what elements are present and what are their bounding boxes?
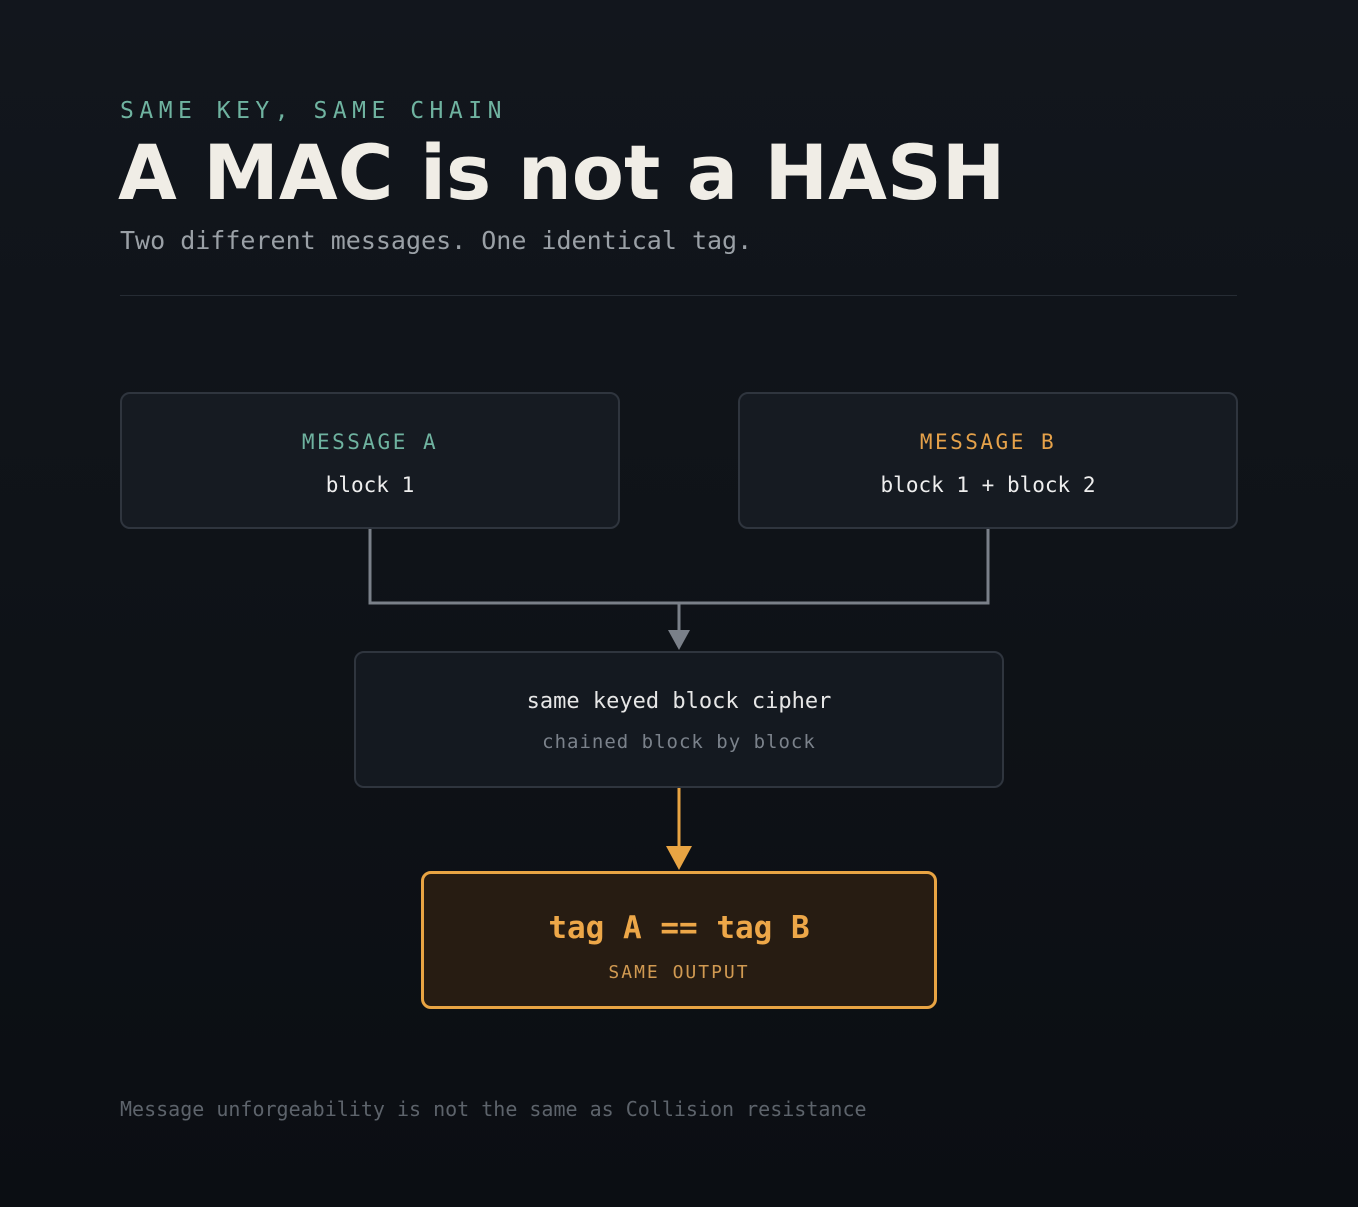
message-a-box: MESSAGE A block 1 [120, 392, 620, 529]
cipher-box: same keyed block cipher chained block by… [354, 651, 1004, 788]
eyebrow-label: SAME KEY, SAME CHAIN [120, 98, 507, 124]
message-a-label: MESSAGE A [301, 430, 439, 454]
output-arrowhead [666, 846, 692, 870]
message-b-content: block 1 + block 2 [880, 473, 1096, 497]
connector-message-a [368, 529, 679, 605]
connector-message-b [679, 529, 990, 605]
footer-note: Message unforgeability is not the same a… [120, 1097, 867, 1121]
cipher-title: same keyed block cipher [526, 689, 832, 714]
message-a-content: block 1 [325, 473, 415, 497]
tag-result-subtitle: SAME OUTPUT [608, 962, 750, 983]
tag-result-title: tag A == tag B [548, 910, 810, 946]
message-b-label: MESSAGE B [919, 430, 1057, 454]
page-title: A MAC is not a HASH [118, 128, 1006, 217]
cipher-subtitle: chained block by block [542, 731, 816, 753]
message-b-box: MESSAGE B block 1 + block 2 [738, 392, 1238, 529]
page-subtitle: Two different messages. One identical ta… [120, 226, 753, 255]
header-divider [120, 295, 1237, 296]
tag-result-box: tag A == tag B SAME OUTPUT [421, 871, 937, 1009]
merge-arrowhead [668, 630, 690, 650]
